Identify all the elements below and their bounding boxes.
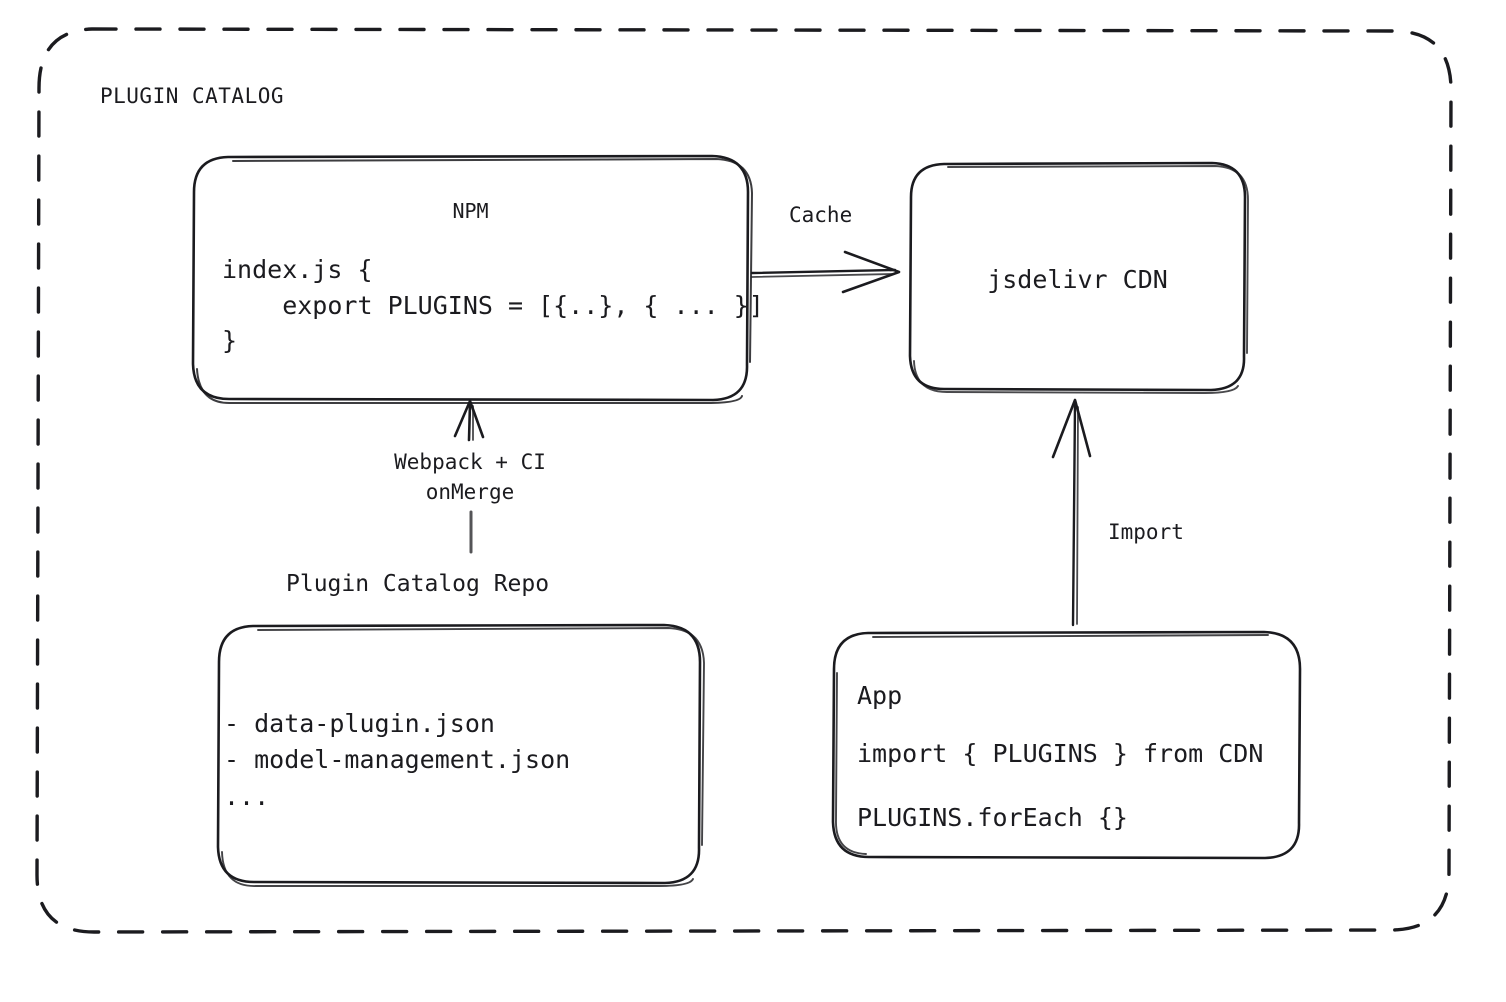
cache-edge-label: Cache <box>789 203 853 227</box>
repo-box-outline <box>216 623 705 887</box>
plugin-catalog-frame <box>35 27 1453 934</box>
import-edge-label: Import <box>1108 520 1184 544</box>
import-arrow <box>1051 398 1092 627</box>
cache-arrow <box>750 250 901 294</box>
app-box-outline <box>831 630 1302 860</box>
build-edge-label-line1: Webpack + CI <box>394 450 546 474</box>
app-box-import-line: import { PLUGINS } from CDN <box>857 739 1264 768</box>
npm-box-title: NPM <box>452 199 489 223</box>
cdn-box-title: jsdelivr CDN <box>987 265 1168 294</box>
cdn-box-outline <box>908 161 1249 394</box>
npm-box-code: index.js { export PLUGINS = [{..}, { ...… <box>222 255 764 355</box>
build-edge-label: Webpack + CI onMerge <box>372 447 568 508</box>
build-edge-label-line2: onMerge <box>425 480 515 505</box>
page-title: PLUGIN CATALOG <box>100 84 285 108</box>
build-arrow <box>453 399 485 554</box>
repo-box-caption: Plugin Catalog Repo <box>286 571 550 597</box>
repo-box-file-list: - data-plugin.json - model-management.js… <box>224 709 571 811</box>
app-box-foreach-line: PLUGINS.forEach {} <box>857 803 1128 832</box>
app-box-title: App <box>857 681 903 710</box>
